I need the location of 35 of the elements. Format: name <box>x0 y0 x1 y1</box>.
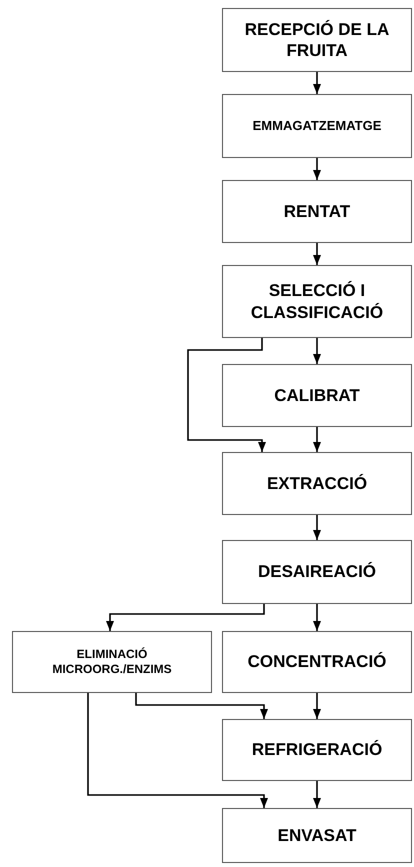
arrow <box>313 427 321 452</box>
process-box <box>222 808 412 863</box>
process-box <box>222 265 412 338</box>
step-label: ELIMINACIÓ MICROORG./ENZIMS <box>51 647 173 677</box>
step-label: RECEPCIÓ DE LA FRUITA <box>244 18 390 62</box>
arrow <box>313 781 321 808</box>
process-box <box>222 631 412 693</box>
process-box <box>222 364 412 427</box>
step-label: DESAIREACIÓ <box>258 561 376 583</box>
process-box <box>222 8 412 72</box>
arrow <box>313 604 321 631</box>
arrow <box>313 243 321 265</box>
arrow <box>87 693 268 808</box>
step-label: EXTRACCIÓ <box>266 472 368 494</box>
arrow <box>313 72 321 94</box>
process-box <box>12 631 212 693</box>
arrow <box>313 338 321 364</box>
arrow <box>313 693 321 719</box>
process-box <box>222 719 412 781</box>
step-label: SELECCIÓ I CLASSIFICACIÓ <box>250 280 384 323</box>
step-label: CALIBRAT <box>274 384 360 406</box>
step-label: CONCENTRACIÓ <box>248 651 386 673</box>
step-label: REFRIGERACIÓ <box>252 739 382 761</box>
process-box <box>222 540 412 604</box>
process-box <box>222 94 412 158</box>
arrow <box>106 604 265 631</box>
arrow <box>187 338 266 452</box>
arrow <box>135 693 268 719</box>
process-box <box>222 180 412 243</box>
process-box <box>222 452 412 515</box>
step-label: EMMAGATZEMATGE <box>252 118 382 134</box>
step-label: ENVASAT <box>278 824 356 846</box>
step-label: RENTAT <box>284 200 350 222</box>
arrow <box>313 158 321 180</box>
arrow <box>313 515 321 540</box>
